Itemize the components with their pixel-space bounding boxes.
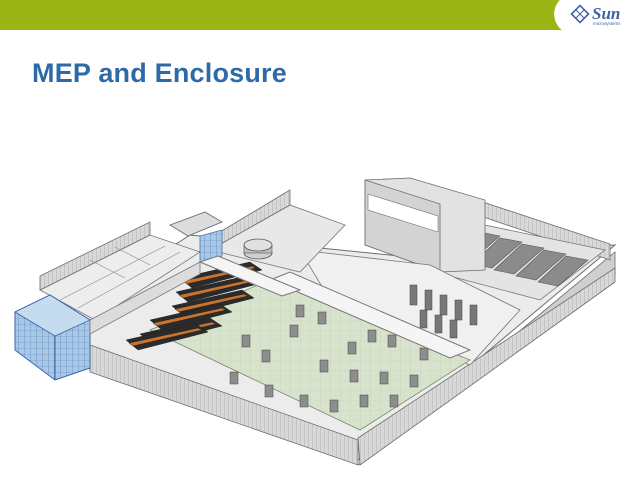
- slide-title: MEP and Enclosure: [32, 58, 287, 88]
- building-illustration: [0, 160, 638, 478]
- header-bar: [0, 0, 638, 30]
- sun-logo-text: Sun: [592, 4, 620, 23]
- header-bar-shape: [0, 0, 638, 30]
- isometric-building-floor-plan-icon: [14, 177, 617, 466]
- sun-logo-icon: Sun microsystems: [570, 4, 621, 26]
- sun-logo: Sun microsystems: [570, 3, 636, 27]
- sun-logo-subtext: microsystems: [593, 21, 621, 26]
